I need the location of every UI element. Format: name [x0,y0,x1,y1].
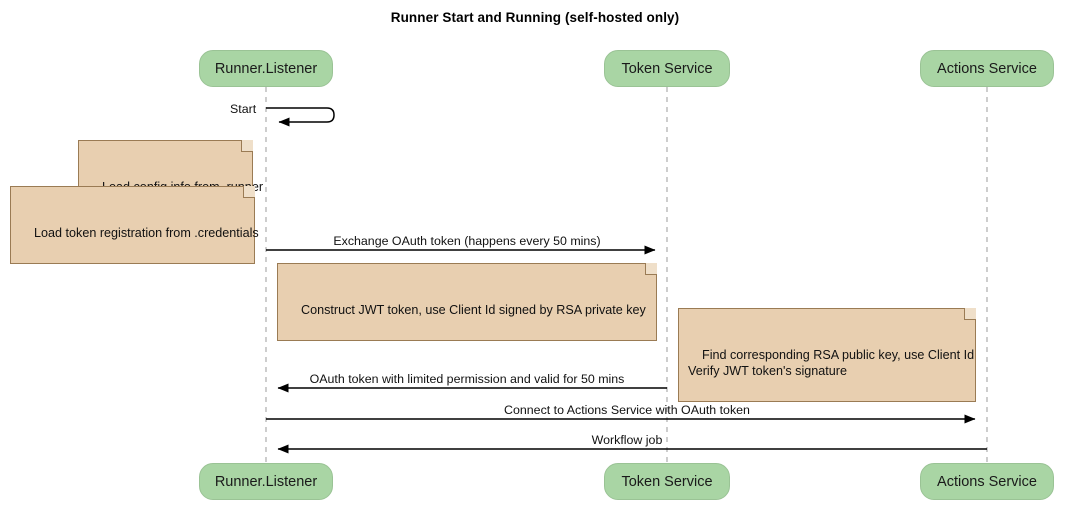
participant-runner-listener-bottom[interactable]: Runner.Listener [199,463,333,500]
note-construct-jwt: Construct JWT token, use Client Id signe… [277,263,657,341]
msg-connect-actions-service-label: Connect to Actions Service with OAuth to… [504,403,750,417]
msg-workflow-job-label: Workflow job [591,433,663,447]
note-text: Find corresponding RSA public key, use C… [688,348,975,378]
participant-actions-service-top[interactable]: Actions Service [920,50,1054,87]
participant-label: Token Service [621,60,713,77]
note-load-token-registration: Load token registration from .credential… [10,186,259,264]
page-title: Runner Start and Running (self-hosted on… [390,10,680,25]
note-verify-jwt: Find corresponding RSA public key, use C… [678,308,976,402]
self-message-start-arrow [266,107,335,127]
participant-label: Runner.Listener [214,60,318,77]
self-message-start-label: Start [230,102,257,116]
participant-actions-service-bottom[interactable]: Actions Service [920,463,1054,500]
note-fold-corner-icon [243,186,255,198]
participant-label: Actions Service [937,60,1037,77]
participant-runner-listener-top[interactable]: Runner.Listener [199,50,333,87]
msg-oauth-token-reply-label: OAuth token with limited permission and … [309,372,625,386]
note-fold-corner-icon [964,308,976,320]
note-fold-corner-icon [645,263,657,275]
msg-exchange-oauth-token-label: Exchange OAuth token (happens every 50 m… [333,234,601,248]
participant-token-service-bottom[interactable]: Token Service [604,463,730,500]
participant-label: Token Service [621,473,713,490]
participant-label: Actions Service [937,473,1037,490]
participant-label: Runner.Listener [214,473,318,490]
note-text: Load token registration from .credential… [34,226,259,240]
note-text: Construct JWT token, use Client Id signe… [301,303,646,317]
participant-token-service-top[interactable]: Token Service [604,50,730,87]
note-fold-corner-icon [241,140,253,152]
